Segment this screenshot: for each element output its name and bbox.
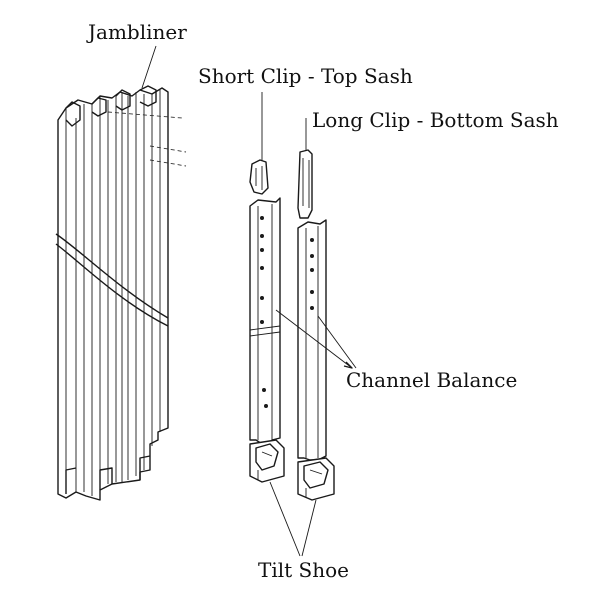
channel-balance-label: Channel Balance bbox=[346, 368, 518, 392]
tilt-shoe-leader-left bbox=[269, 481, 301, 557]
tilt-shoe-leader-right bbox=[301, 499, 317, 557]
tilt-shoe-label: Tilt Shoe bbox=[258, 558, 349, 582]
jambliner-label: Jambliner bbox=[88, 20, 187, 44]
jambliner-part bbox=[55, 85, 187, 501]
long-clip-part bbox=[297, 118, 313, 219]
channel-balance-right bbox=[297, 219, 335, 501]
short-clip-part bbox=[249, 92, 269, 195]
channel-balance-leader-right bbox=[317, 315, 357, 369]
channel-balance-left bbox=[249, 197, 285, 483]
channel-balance-leader-left bbox=[275, 309, 353, 369]
jambliner-leader bbox=[141, 45, 157, 89]
long-clip-label: Long Clip - Bottom Sash bbox=[312, 108, 559, 132]
short-clip-label: Short Clip - Top Sash bbox=[198, 64, 413, 88]
